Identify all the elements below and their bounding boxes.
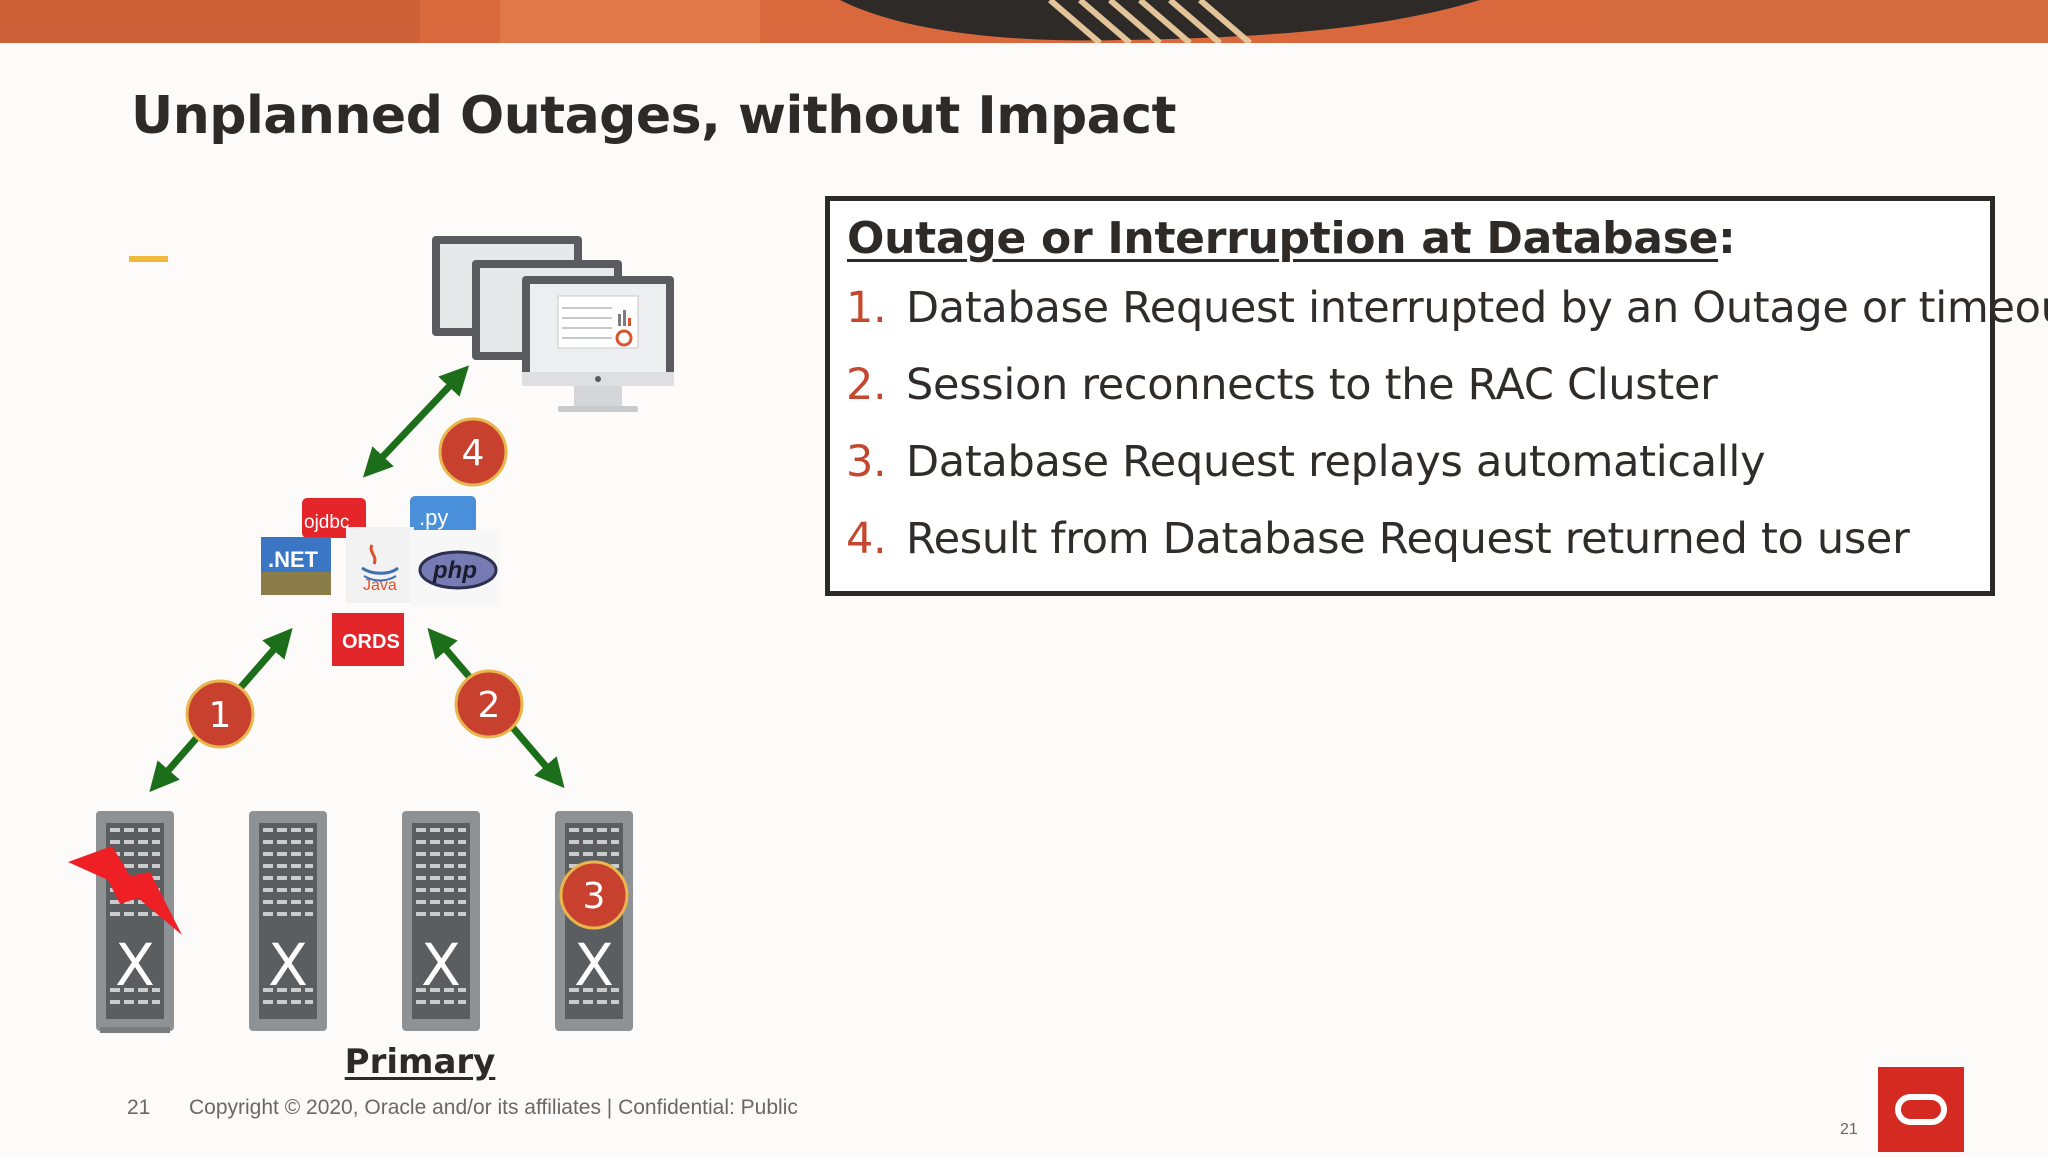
svg-text:3: 3 <box>583 876 606 917</box>
svg-text:X: X <box>115 931 155 999</box>
svg-text:1: 1 <box>209 695 232 736</box>
step-4: 4.Result from Database Request returned … <box>846 514 1910 564</box>
accent-bar <box>129 256 168 262</box>
svg-text:Java: Java <box>363 577 397 594</box>
svg-text:.NET: .NET <box>268 547 319 572</box>
svg-text:4: 4 <box>462 433 485 474</box>
svg-text:php: php <box>432 557 477 584</box>
slide-title: Unplanned Outages, without Impact <box>131 86 1176 146</box>
primary-label: Primary <box>344 1042 496 1082</box>
step-2: 2.Session reconnects to the RAC Cluster <box>846 360 1718 410</box>
server-rack-3: X <box>402 811 480 1031</box>
svg-text:X: X <box>574 931 614 999</box>
page-number-right: 21 <box>1840 1121 1858 1138</box>
header-banner-image <box>0 0 2048 43</box>
badge-3: 3 <box>559 860 629 930</box>
svg-text:ojdbc: ojdbc <box>304 512 349 533</box>
page-number: 21 <box>127 1096 151 1119</box>
svg-text:X: X <box>268 931 308 999</box>
badge-1: 1 <box>185 679 255 749</box>
oracle-logo-icon <box>1878 1067 1964 1152</box>
badge-4: 4 <box>438 417 508 487</box>
lightning-icon <box>68 846 182 935</box>
svg-text:.py: .py <box>419 505 448 530</box>
server-rack-1: X <box>96 811 174 1033</box>
arrow-4 <box>362 365 470 478</box>
client-monitors-icon <box>432 236 674 412</box>
step-1: 1.Database Request interrupted by an Out… <box>846 283 2048 333</box>
svg-text:2: 2 <box>478 685 501 726</box>
server-rack-2: X <box>249 811 327 1031</box>
badge-2: 2 <box>454 669 524 739</box>
outage-steps-box: Outage or Interruption at Database: 1.Da… <box>825 196 2048 596</box>
step-3: 3.Database Request replays automatically <box>846 437 1766 487</box>
svg-text:ORDS: ORDS <box>342 631 400 653</box>
footer-copyright: Copyright © 2020, Oracle and/or its affi… <box>189 1096 798 1119</box>
box-heading: Outage or Interruption at Database: <box>847 213 1736 264</box>
svg-text:X: X <box>421 931 461 999</box>
client-tech-stack: ojdbc .py .NET Java php ORDS <box>261 496 500 666</box>
